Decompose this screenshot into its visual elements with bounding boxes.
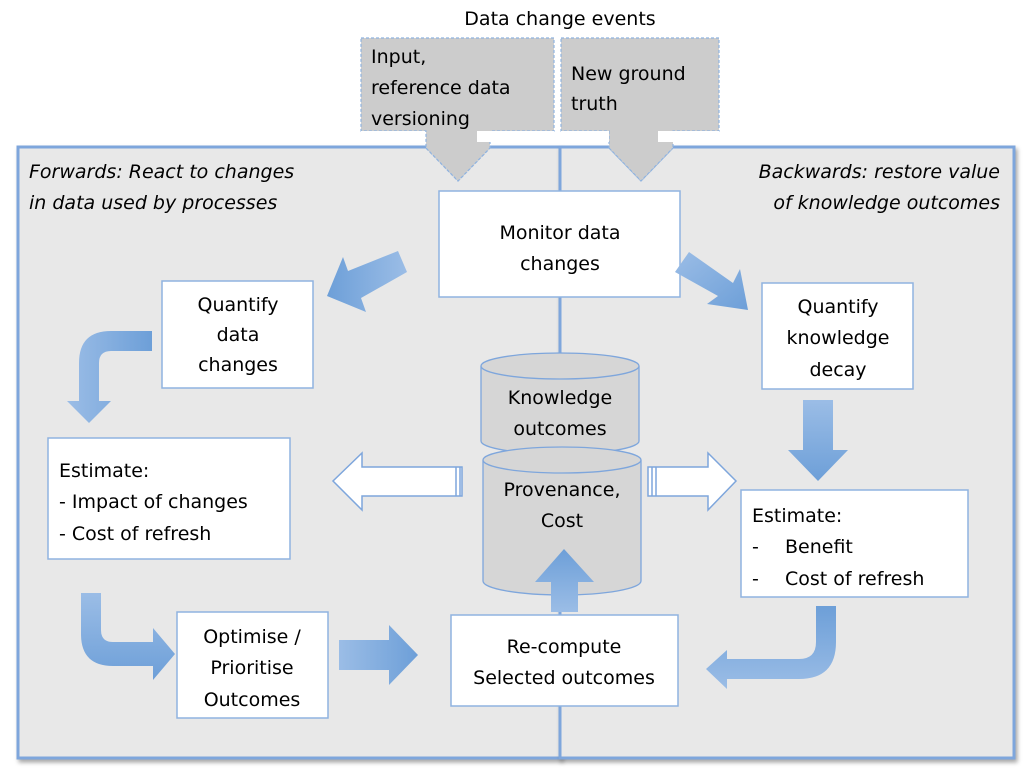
arrow-curve-to-estimate-left — [67, 331, 152, 423]
optimise-line-2: Prioritise — [210, 657, 293, 679]
hollow-arrow-left — [331, 451, 463, 512]
provenance-store-line-1: Provenance, — [504, 479, 621, 501]
arrow-to-recompute — [339, 625, 418, 685]
arrow-up-to-provenance — [535, 549, 594, 612]
arrow-curve-to-recompute — [706, 606, 836, 689]
quantify-knowledge-decay-box: Quantify knowledge decay — [761, 282, 914, 390]
estimate-right-heading: Estimate: — [752, 505, 842, 527]
quantify-knowledge-line-3: decay — [809, 359, 866, 381]
backwards-caption-line-2: of knowledge outcomes — [773, 192, 1000, 214]
forwards-caption-line-2: in data used by processes — [29, 192, 277, 214]
estimate-left-line-3: - Cost of refresh — [59, 523, 211, 545]
quantify-knowledge-line-1: Quantify — [797, 296, 878, 318]
monitor-line-2: changes — [520, 253, 600, 275]
recompute-line-2: Selected outcomes — [473, 667, 655, 689]
arrow-down-to-estimate-right — [788, 400, 848, 481]
event-truth-line-1: New ground — [571, 63, 686, 85]
recompute-line-1: Re-compute — [507, 636, 622, 658]
estimate-right-bullet-1: - — [752, 536, 759, 558]
quantify-data-line-3: changes — [198, 354, 278, 376]
knowledge-store-line-1: Knowledge — [508, 387, 612, 409]
estimate-right-bullet-2: - — [752, 568, 759, 590]
quantify-data-changes-box: Quantify data changes — [161, 280, 314, 389]
monitor-line-1: Monitor data — [499, 222, 620, 244]
knowledge-store-line-2: outcomes — [513, 418, 606, 440]
estimate-left-line-1: Estimate: — [59, 460, 149, 482]
quantify-data-line-1: Quantify — [197, 294, 278, 316]
estimate-left-box: Estimate: - Impact of changes - Cost of … — [47, 437, 291, 560]
optimise-line-1: Optimise / — [203, 626, 301, 648]
arrow-to-quantify-data — [327, 251, 407, 312]
event-input-line-2: reference data — [371, 77, 511, 99]
recompute-box: Re-compute Selected outcomes — [450, 614, 679, 707]
estimate-left-line-2: - Impact of changes — [59, 491, 248, 513]
event-new-ground-truth: New ground truth — [560, 37, 720, 182]
provenance-cost-store: Provenance, Cost — [482, 446, 642, 596]
estimate-right-item-2: Cost of refresh — [785, 568, 924, 590]
provenance-store-line-2: Cost — [541, 510, 583, 532]
forwards-caption-line-1: Forwards: React to changes — [29, 161, 294, 183]
optimise-prioritise-box: Optimise / Prioritise Outcomes — [176, 611, 329, 719]
quantify-data-line-2: data — [217, 324, 260, 346]
hollow-arrow-right — [647, 451, 738, 512]
event-truth-line-2: truth — [571, 93, 618, 115]
arrow-curve-to-optimise — [81, 593, 175, 680]
backwards-caption-line-1: Backwards: restore value — [759, 161, 1000, 183]
events-title: Data change events — [464, 8, 655, 30]
optimise-line-3: Outcomes — [204, 689, 301, 711]
monitor-data-changes-box: Monitor data changes — [438, 190, 681, 298]
event-input-line-3: versioning — [371, 108, 470, 130]
event-input-line-1: Input, — [371, 46, 426, 68]
event-input-versioning: Input, reference data versioning — [360, 37, 555, 182]
estimate-right-box: Estimate: - Benefit - Cost of refresh — [740, 489, 969, 598]
arrow-to-quantify-knowledge — [675, 252, 748, 310]
knowledge-outcomes-store: Knowledge outcomes — [480, 352, 640, 455]
quantify-knowledge-line-2: knowledge — [787, 327, 890, 349]
estimate-right-item-1: Benefit — [785, 536, 853, 558]
